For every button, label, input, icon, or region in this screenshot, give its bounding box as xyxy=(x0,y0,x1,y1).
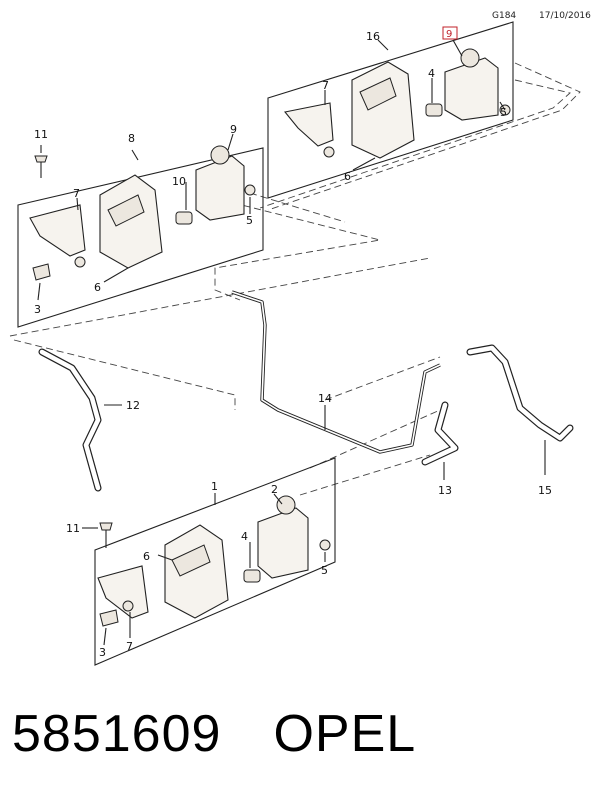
part-number: 5851609 xyxy=(12,705,222,763)
callout-1: 1 xyxy=(211,480,218,493)
callout-2: 2 xyxy=(271,483,278,496)
callout-7: 7 xyxy=(322,79,329,92)
solenoid-valve xyxy=(257,507,309,579)
callout-5: 5 xyxy=(500,106,507,119)
bolt xyxy=(99,522,113,531)
highlighted-callout-9: 9 xyxy=(446,29,452,40)
vacuum-hose-12: 12 xyxy=(38,348,140,492)
callout-15: 15 xyxy=(538,484,552,497)
callout-11: 11 xyxy=(34,128,48,141)
callout-7: 7 xyxy=(126,640,133,653)
callout-4: 4 xyxy=(241,530,248,543)
bolt xyxy=(34,155,48,163)
assembly-1: 1 11 6 4 2 5 3 7 xyxy=(66,457,336,666)
washer xyxy=(32,263,51,281)
callout-3: 3 xyxy=(99,646,106,659)
diagram-code: G184 xyxy=(492,11,516,21)
mounting-bracket xyxy=(29,204,86,257)
nut xyxy=(323,146,335,158)
mounting-bracket xyxy=(283,102,334,147)
callout-10: 10 xyxy=(172,175,186,188)
solenoid-valve xyxy=(195,155,245,221)
callout-12: 12 xyxy=(126,399,140,412)
solenoid-valve xyxy=(444,57,499,121)
callout-16: 16 xyxy=(366,30,380,43)
callout-13: 13 xyxy=(438,484,452,497)
spacer xyxy=(243,569,261,583)
parts-diagram: G184 17/10/2016 16 9 xyxy=(9,11,591,666)
callout-6: 6 xyxy=(143,550,150,563)
clip xyxy=(244,184,256,196)
nut xyxy=(122,600,134,612)
callout-11: 11 xyxy=(66,522,80,535)
callout-3: 3 xyxy=(34,303,41,316)
clip xyxy=(319,539,331,551)
dashed-guide-lines xyxy=(9,62,581,496)
callout-4: 4 xyxy=(428,67,435,80)
callout-8: 8 xyxy=(128,132,135,145)
diagram-date: 17/10/2016 xyxy=(539,11,591,21)
manufacturer-name: OPEL xyxy=(273,705,417,763)
part-footer: 5851609 OPEL xyxy=(12,704,416,784)
assembly-16: 16 9 7 4 5 6 xyxy=(267,21,514,199)
valve-bracket xyxy=(99,174,163,269)
callout-5: 5 xyxy=(246,214,253,227)
callout-6: 6 xyxy=(94,281,101,294)
callout-6: 6 xyxy=(344,170,351,183)
valve-bracket xyxy=(351,61,415,159)
spacer xyxy=(425,103,443,117)
mounting-bracket xyxy=(97,565,149,619)
callout-7: 7 xyxy=(73,187,80,200)
callout-5: 5 xyxy=(321,564,328,577)
callout-9: 9 xyxy=(230,123,237,136)
assembly-8: 8 11 7 9 10 5 6 3 xyxy=(17,123,264,328)
nut xyxy=(74,256,86,268)
valve-bracket xyxy=(164,524,229,619)
washer xyxy=(99,609,119,627)
vacuum-pipe-14: 14 xyxy=(231,290,441,454)
callout-14: 14 xyxy=(318,392,332,405)
vacuum-hose-15: 15 xyxy=(466,344,574,497)
vacuum-hose-13: 13 xyxy=(421,401,459,497)
highlighted-part-box xyxy=(442,26,458,40)
spacer xyxy=(175,211,193,225)
